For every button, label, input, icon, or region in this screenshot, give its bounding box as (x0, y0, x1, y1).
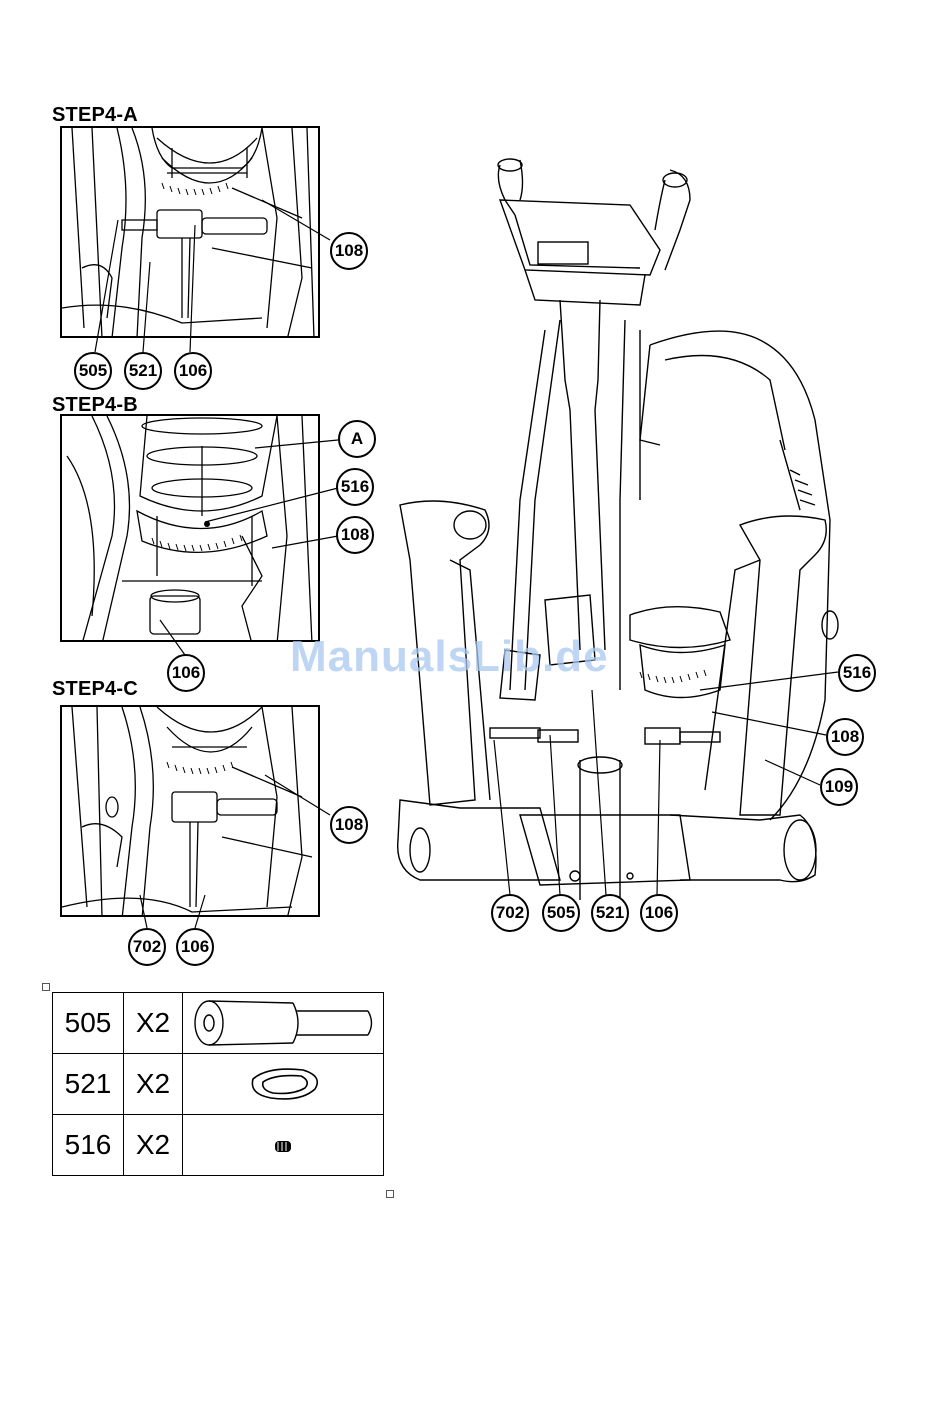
table-anchor-handle (42, 983, 50, 991)
part-illustration (183, 1115, 384, 1176)
table-row: 505 X2 (53, 993, 384, 1054)
step-c-title: STEP4-C (52, 678, 138, 701)
curved-washer-icon (183, 1054, 383, 1114)
callout-step-a-106: 106 (174, 352, 212, 390)
callout-step-a-505: 505 (74, 352, 112, 390)
step-c-line-art (62, 707, 320, 917)
part-illustration (183, 1054, 384, 1115)
callout-main-108: 108 (826, 718, 864, 756)
step-c-detail-drawing (60, 705, 320, 917)
step-b-line-art (62, 416, 320, 642)
callout-step-b-a: A (338, 420, 376, 458)
callout-step-b-108: 108 (336, 516, 374, 554)
callout-main-702: 702 (491, 894, 529, 932)
callout-step-c-108: 108 (330, 806, 368, 844)
part-quantity: X2 (124, 1054, 183, 1115)
callout-main-106: 106 (640, 894, 678, 932)
callout-main-505: 505 (542, 894, 580, 932)
bolt-icon (183, 993, 383, 1053)
callout-step-b-516: 516 (336, 468, 374, 506)
table-resize-handle (386, 1190, 394, 1198)
step-a-detail-drawing (60, 126, 320, 338)
watermark: ManualsLib.de (290, 632, 609, 682)
table-row: 516 X2 (53, 1115, 384, 1176)
part-illustration (183, 993, 384, 1054)
step-a-title: STEP4-A (52, 104, 138, 127)
callout-main-516: 516 (838, 654, 876, 692)
table-row: 521 X2 (53, 1054, 384, 1115)
step-b-detail-drawing (60, 414, 320, 642)
part-number: 521 (53, 1054, 124, 1115)
part-quantity: X2 (124, 1115, 183, 1176)
set-screw-icon (183, 1115, 383, 1175)
part-number: 516 (53, 1115, 124, 1176)
callout-step-a-108: 108 (330, 232, 368, 270)
callout-step-b-106: 106 (167, 654, 205, 692)
callout-main-521: 521 (591, 894, 629, 932)
part-quantity: X2 (124, 993, 183, 1054)
callout-step-c-702: 702 (128, 928, 166, 966)
part-number: 505 (53, 993, 124, 1054)
callout-step-a-521: 521 (124, 352, 162, 390)
parts-table: 505 X2 521 X2 (52, 992, 384, 1176)
step-a-line-art (62, 128, 320, 338)
callout-step-c-106: 106 (176, 928, 214, 966)
callout-main-109: 109 (820, 768, 858, 806)
